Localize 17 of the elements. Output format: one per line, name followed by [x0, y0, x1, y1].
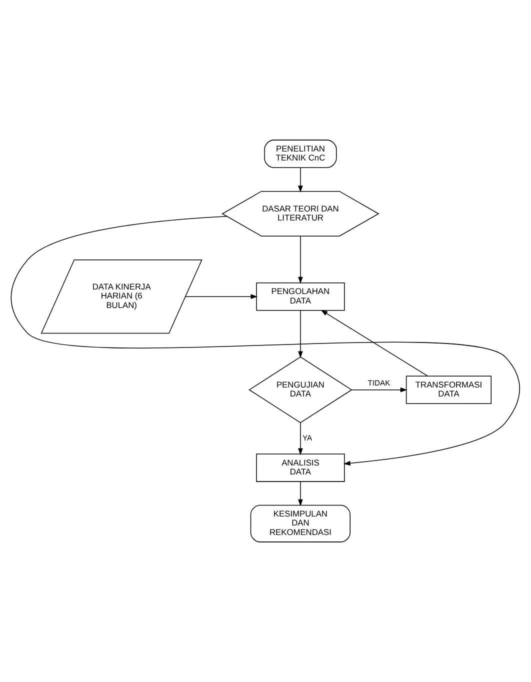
arrow: [298, 422, 303, 456]
node-box: ANALISIS DATA: [256, 454, 345, 482]
arrow: [298, 481, 303, 506]
arrow: [298, 167, 303, 192]
arrow: [10, 216, 520, 466]
node-diamond: PENGUJIAN DATA: [248, 356, 352, 424]
arrow: [298, 310, 303, 358]
edge-label: TIDAK: [368, 378, 390, 388]
arrow: [351, 387, 408, 392]
node-box: KESIMPULAN DAN REKOMENDASI: [250, 504, 351, 542]
arrow: [320, 310, 428, 376]
node-box: PENELITIAN TEKNIK CnC: [264, 140, 337, 168]
arrow: [298, 236, 303, 284]
edge-label: YA: [302, 433, 312, 442]
arrow: [185, 294, 258, 299]
node-box: TRANSFORMASI DATA: [406, 376, 492, 404]
node-box: PENGOLAHAN DATA: [256, 282, 345, 311]
